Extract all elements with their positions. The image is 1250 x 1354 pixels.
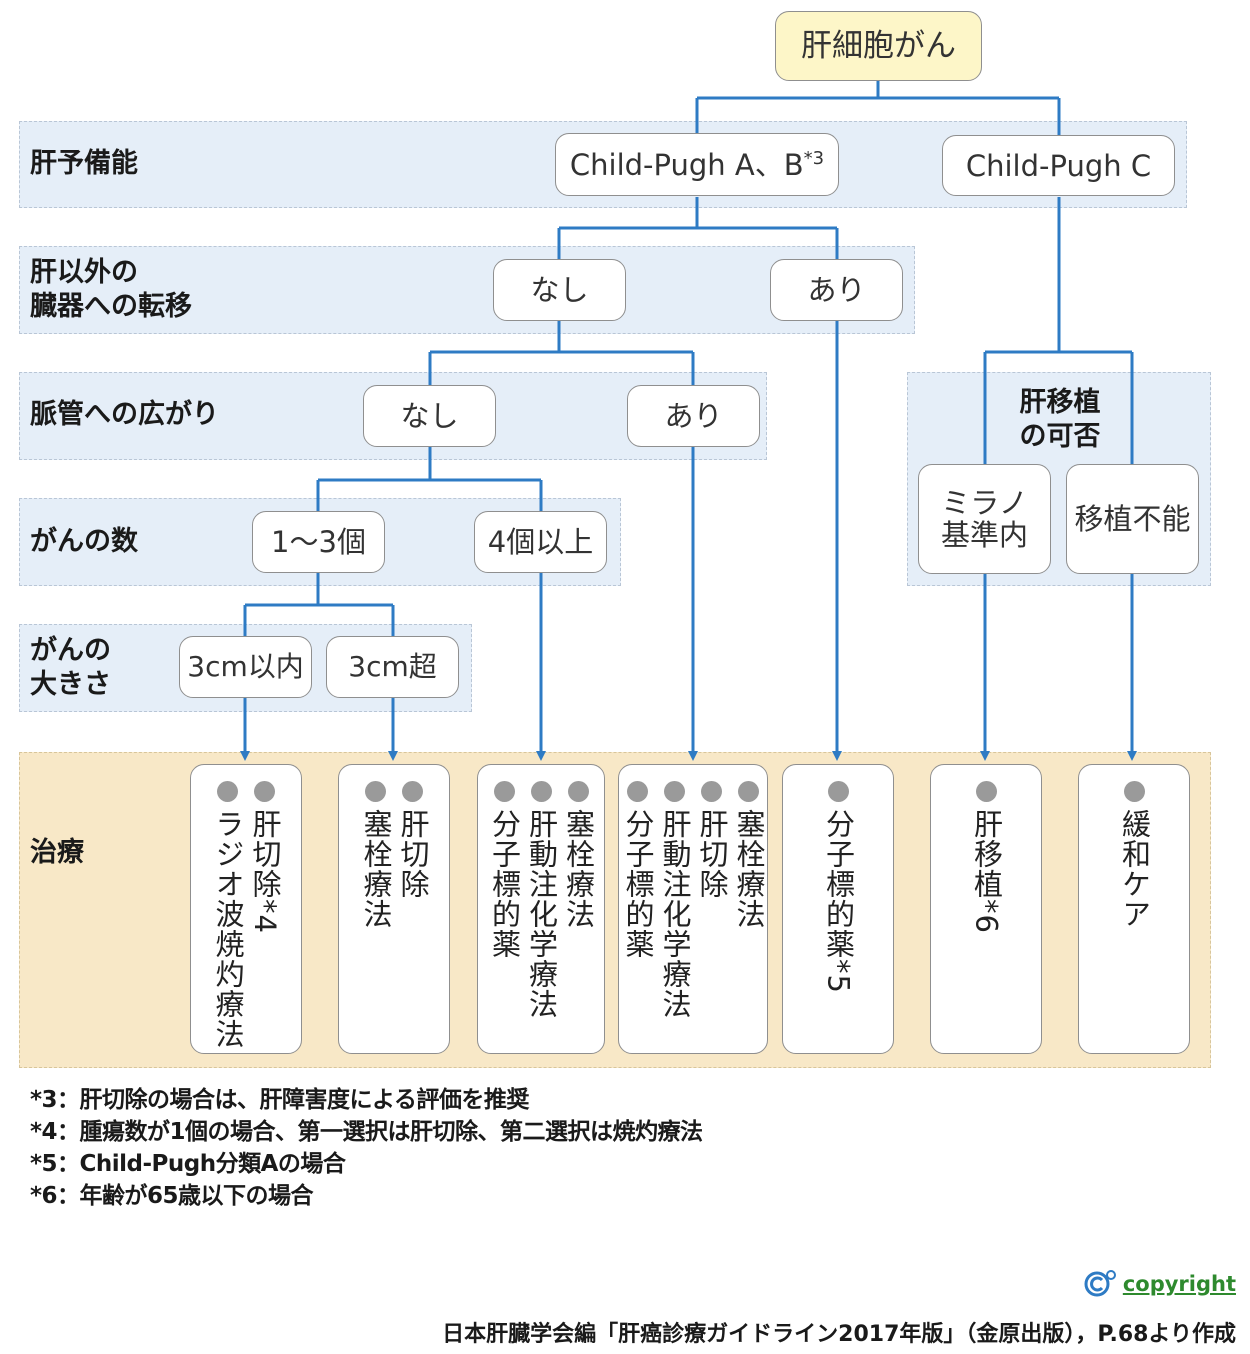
bullet-dot-icon — [664, 781, 685, 802]
treatment-items: 塞栓療法肝切除肝動注化学療法分子標的薬 — [619, 809, 767, 1019]
bullet-dot-icon — [493, 781, 515, 802]
bullet-dots — [339, 781, 449, 802]
bullet-dot-icon — [738, 781, 759, 802]
copyright-block: copyright — [1083, 1270, 1236, 1298]
branch-count — [243, 573, 395, 638]
treatment-item: 肝切除*4 — [248, 809, 282, 934]
treatment-item: 肝切除 — [695, 809, 729, 899]
branch-child-c — [983, 197, 1134, 466]
bullet-dot-icon — [701, 781, 722, 802]
node-child-pugh-c: Child-Pugh C — [942, 135, 1175, 196]
treatment-item: 肝動注化学療法 — [658, 809, 692, 1019]
node-child-pugh-ab-note: *3 — [803, 147, 825, 169]
root-node-hcc: 肝細胞がん — [775, 11, 982, 81]
bullet-dot-icon — [530, 781, 552, 802]
treatment-items: 分子標的薬*5 — [783, 809, 893, 994]
footnote-6: *6：年齢が65歳以下の場合 — [30, 1183, 314, 1209]
node-size-le-3cm: 3cm以内 — [179, 636, 312, 698]
bullet-dot-icon — [827, 781, 849, 802]
bullet-dot-icon — [254, 781, 275, 802]
bullet-dots — [783, 781, 893, 802]
treatment-item: 塞栓療法 — [359, 809, 393, 929]
node-transplant-impossible: 移植不能 — [1066, 464, 1199, 574]
branch-root — [695, 80, 1061, 137]
footnote-5: *5：Child-Pugh分類Aの場合 — [30, 1151, 346, 1177]
copyright-icon — [1084, 1270, 1116, 1297]
node-vascular-yes: あり — [627, 385, 760, 447]
node-count-1-3: 1〜3個 — [252, 511, 385, 573]
treatment-card: 塞栓療法肝切除肝動注化学療法分子標的薬 — [618, 764, 768, 1054]
branch-vasc-none — [316, 447, 543, 513]
branch-meta-none — [428, 321, 695, 387]
row-label-vascular: 脈管への広がり — [30, 399, 219, 430]
node-metastasis-yes: あり — [770, 259, 903, 321]
treatment-card: 肝切除塞栓療法 — [338, 764, 450, 1054]
bullet-dot-icon — [402, 781, 423, 802]
treatment-card: 塞栓療法肝動注化学療法分子標的薬 — [477, 764, 605, 1054]
label-transplant-eligibility: 肝移植 の可否 — [1019, 387, 1101, 452]
bullet-dot-icon — [567, 781, 589, 802]
treatment-item: 緩和ケア — [1117, 809, 1152, 929]
node-size-gt-3cm: 3cm超 — [326, 636, 459, 698]
branch-child-ab — [557, 197, 839, 261]
treatment-items: 肝移植*6 — [931, 809, 1041, 934]
treatment-item: ラジオ波焼灼療法 — [211, 809, 245, 1049]
treatment-item: 分子標的薬 — [487, 809, 522, 959]
treatment-item: 肝動注化学療法 — [524, 809, 559, 1019]
treatment-items: 塞栓療法肝動注化学療法分子標的薬 — [478, 809, 604, 1019]
bullet-dots — [931, 781, 1041, 802]
treatment-item: 肝移植*6 — [969, 809, 1004, 934]
copyright-link[interactable]: copyright — [1122, 1272, 1236, 1296]
node-child-pugh-ab: Child-Pugh A、B*3 — [555, 133, 839, 196]
footnote-3: *3：肝切除の場合は、肝障害度による評価を推奨 — [30, 1087, 529, 1113]
treatment-items: 肝切除塞栓療法 — [339, 809, 449, 929]
footnote-4: *4：腫瘍数が1個の場合、第一選択は肝切除、第二選択は焼灼療法 — [30, 1119, 703, 1145]
node-metastasis-none: なし — [493, 259, 626, 321]
bullet-dots — [619, 781, 767, 802]
row-label-metastasis: 肝以外の 臓器への転移 — [30, 257, 192, 322]
row-label-size: がんの 大きさ — [30, 635, 111, 700]
bullet-dot-icon — [217, 781, 238, 802]
treatment-card: 肝移植*6 — [930, 764, 1042, 1054]
bullet-dots — [191, 781, 301, 802]
node-milan-criteria: ミラノ 基準内 — [918, 464, 1051, 574]
row-band-metastasis — [19, 246, 915, 334]
treatment-item: 肝切除 — [396, 809, 430, 899]
bullet-dots — [1079, 781, 1189, 802]
bullet-dot-icon — [1123, 781, 1145, 802]
treatment-items: 緩和ケア — [1079, 809, 1189, 929]
bullet-dot-icon — [975, 781, 997, 802]
treatment-card: 緩和ケア — [1078, 764, 1190, 1054]
node-vascular-none: なし — [363, 385, 496, 447]
source-citation: 日本肝臓学会編「肝癌診療ガイドライン2017年版」（金原出版），P.68より作成 — [442, 1322, 1236, 1347]
bullet-dots — [478, 781, 604, 802]
bullet-dot-icon — [365, 781, 386, 802]
row-label-liver-reserve: 肝予備能 — [30, 148, 138, 179]
treatment-item: 分子標的薬*5 — [821, 809, 856, 994]
row-label-treatment: 治療 — [30, 837, 84, 868]
treatment-item: 分子標的薬 — [621, 809, 655, 959]
bullet-dot-icon — [627, 781, 648, 802]
treatment-item: 塞栓療法 — [732, 809, 766, 929]
treatment-item: 塞栓療法 — [561, 809, 596, 929]
node-child-pugh-ab-label: Child-Pugh A、B — [569, 147, 804, 182]
row-label-count: がんの数 — [30, 526, 138, 557]
node-count-4-plus: 4個以上 — [474, 511, 607, 573]
treatment-card: 分子標的薬*5 — [782, 764, 894, 1054]
